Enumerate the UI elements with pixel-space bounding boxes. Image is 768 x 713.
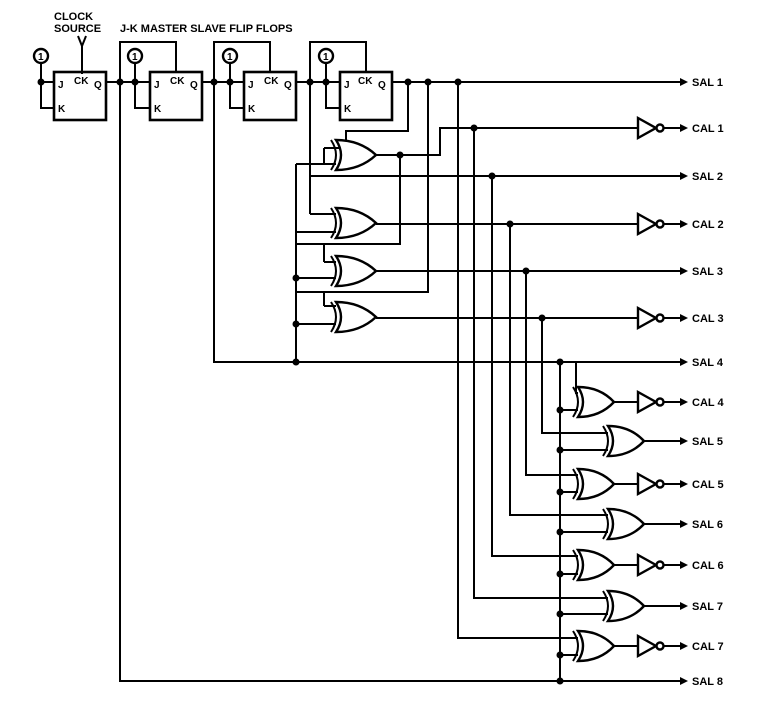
svg-text:1: 1 bbox=[323, 52, 329, 63]
output-label-cal3: CAL 3 bbox=[692, 313, 724, 325]
ff2-ck-pin: CK bbox=[170, 76, 185, 87]
ff2-j-pin: J bbox=[154, 80, 160, 91]
svg-text:1: 1 bbox=[38, 52, 44, 63]
ff1-k-pin: K bbox=[58, 104, 66, 115]
ff1-q-pin: Q bbox=[94, 80, 102, 91]
output-label-sal7: SAL 7 bbox=[692, 601, 723, 613]
xor-gates bbox=[330, 138, 646, 663]
output-label-sal6: SAL 6 bbox=[692, 519, 723, 531]
ff4-k-pin: K bbox=[344, 104, 352, 115]
junction-dots bbox=[37, 78, 564, 685]
ff1-j-pin: J bbox=[58, 80, 64, 91]
ff3-j-pin: J bbox=[248, 80, 254, 91]
clock-source-label-line2: SOURCE bbox=[54, 23, 101, 35]
ff3-k-pin: K bbox=[248, 104, 256, 115]
bus-wires bbox=[119, 82, 680, 682]
output-label-sal2: SAL 2 bbox=[692, 171, 723, 183]
output-labels: SAL 1 CAL 1 SAL 2 CAL 2 SAL 3 CAL 3 SAL … bbox=[692, 77, 724, 688]
ff3-q-pin: Q bbox=[284, 80, 292, 91]
flip-flop-interconnect-wires bbox=[81, 41, 680, 83]
flip-flop-1: J CK Q K bbox=[52, 70, 108, 122]
output-label-sal8: SAL 8 bbox=[692, 676, 723, 688]
inverters bbox=[636, 115, 680, 659]
logic-one-source-3: 1 bbox=[221, 47, 244, 109]
output-label-sal1: SAL 1 bbox=[692, 77, 723, 89]
logic-one-source-1: 1 bbox=[32, 47, 54, 109]
clock-source-label-line1: CLOCK bbox=[54, 11, 93, 23]
ff4-ck-pin: CK bbox=[358, 76, 373, 87]
output-label-cal6: CAL 6 bbox=[692, 560, 724, 572]
svg-text:1: 1 bbox=[227, 52, 233, 63]
logic-one-source-4: 1 bbox=[317, 47, 340, 109]
diagram-title: J-K MASTER SLAVE FLIP FLOPS bbox=[120, 23, 293, 35]
flip-flop-2: J CK Q K bbox=[148, 70, 204, 122]
flip-flop-3: J CK Q K bbox=[242, 70, 298, 122]
flip-flop-4: J CK Q K bbox=[338, 70, 394, 122]
ff2-k-pin: K bbox=[154, 104, 162, 115]
ff4-q-pin: Q bbox=[378, 80, 386, 91]
output-label-cal4: CAL 4 bbox=[692, 397, 724, 409]
output-label-sal5: SAL 5 bbox=[692, 436, 723, 448]
output-label-cal2: CAL 2 bbox=[692, 219, 724, 231]
clock-source-symbol bbox=[77, 35, 87, 74]
output-arrowheads bbox=[680, 78, 688, 685]
ff3-ck-pin: CK bbox=[264, 76, 279, 87]
ff4-j-pin: J bbox=[344, 80, 350, 91]
output-label-sal4: SAL 4 bbox=[692, 357, 724, 369]
output-label-cal1: CAL 1 bbox=[692, 123, 724, 135]
svg-text:1: 1 bbox=[132, 52, 138, 63]
logic-one-source-2: 1 bbox=[126, 47, 150, 109]
ff1-ck-pin: CK bbox=[74, 76, 89, 87]
output-label-cal5: CAL 5 bbox=[692, 479, 724, 491]
output-label-sal3: SAL 3 bbox=[692, 266, 723, 278]
ff2-q-pin: Q bbox=[190, 80, 198, 91]
output-label-cal7: CAL 7 bbox=[692, 641, 724, 653]
